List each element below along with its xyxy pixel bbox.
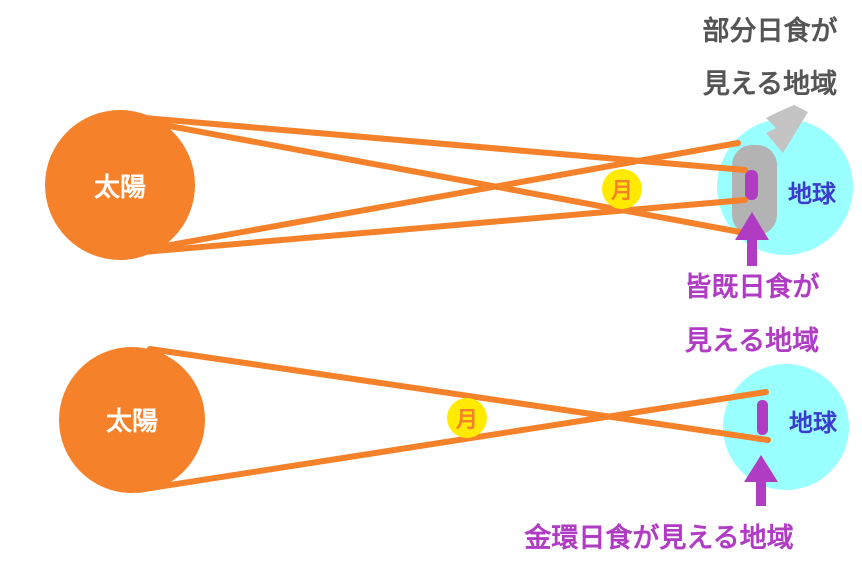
total-pointer-arrow	[735, 212, 769, 240]
sun-bottom	[59, 347, 205, 493]
partial-label-line2: 見える地域	[703, 69, 837, 100]
annular-label: 金環日食が見える地域	[523, 522, 793, 554]
sun-rays-bottom	[135, 346, 771, 493]
ray	[107, 112, 743, 235]
annular-arrow-shaft	[756, 480, 766, 506]
moon-label-top: 月	[610, 179, 633, 204]
moon-bottom	[447, 398, 487, 438]
total-eclipse-diagram: 太陽 地球 月 部分日食が 見える地域 皆既日食が 見える地域	[45, 15, 853, 357]
moon-label-bottom: 月	[455, 408, 478, 433]
ray	[135, 389, 769, 493]
sun-top	[45, 110, 195, 260]
sun-rays-top	[107, 112, 748, 257]
annular-eclipse-region	[757, 400, 768, 435]
partial-label-line1: 部分日食が	[703, 15, 838, 47]
total-eclipse-region	[745, 170, 758, 200]
ray	[147, 346, 771, 443]
ray	[117, 140, 741, 257]
total-arrow-shaft	[747, 238, 757, 266]
annular-pointer-arrow	[744, 455, 778, 482]
earth-label-bottom: 地球	[789, 409, 838, 437]
earth-label-top: 地球	[788, 180, 837, 208]
sun-label-top: 太陽	[94, 173, 146, 203]
total-label-line2: 見える地域	[685, 326, 819, 357]
ray	[117, 197, 748, 257]
sun-label-bottom: 太陽	[106, 407, 158, 437]
moon-top	[602, 169, 642, 209]
total-label-line1: 皆既日食が	[685, 271, 820, 303]
annular-eclipse-diagram: 太陽 地球 月 金環日食が見える地域	[59, 346, 849, 554]
partial-pointer-arrow	[766, 105, 808, 153]
